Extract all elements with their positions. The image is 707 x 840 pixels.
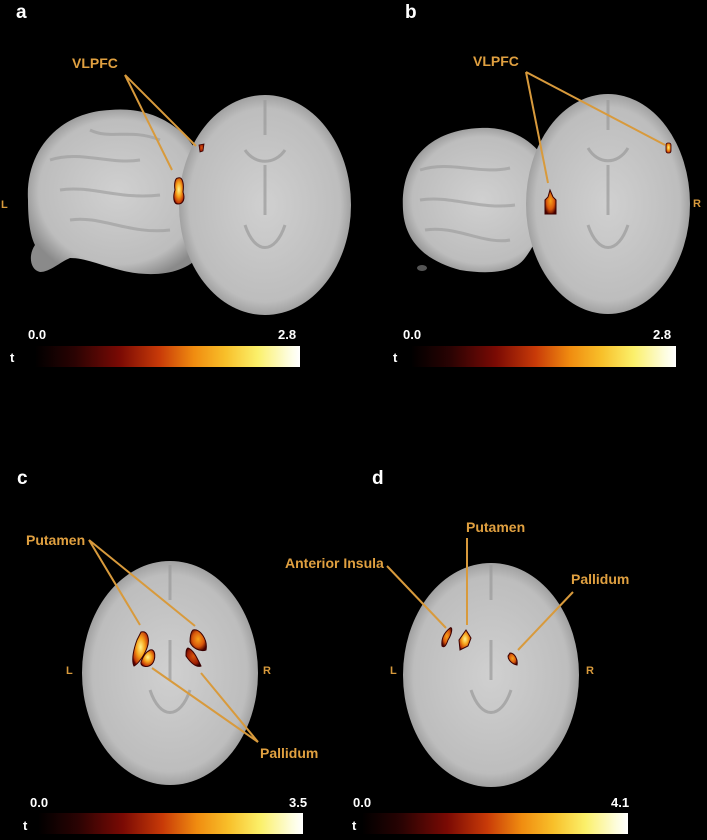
colorbar-b-stat: t bbox=[393, 350, 398, 365]
anterior-insula-blob bbox=[441, 627, 453, 648]
sagittal-brain bbox=[27, 109, 210, 275]
colorbar-a bbox=[35, 346, 300, 367]
label-pallidum-c: Pallidum bbox=[260, 745, 319, 761]
colorbar-b-max: 2.8 bbox=[653, 327, 672, 342]
label-putamen-d: Putamen bbox=[466, 519, 526, 535]
colorbar-d bbox=[362, 813, 628, 834]
panel-letter-b: b bbox=[405, 2, 417, 23]
colorbar-c-max: 3.5 bbox=[289, 795, 308, 810]
colorbar-c-stat: t bbox=[23, 818, 28, 833]
side-label-r-c: R bbox=[263, 665, 271, 677]
panel-b-images bbox=[402, 71, 690, 314]
vlpfc-blob-small bbox=[665, 142, 672, 154]
colorbar-a-min: 0.0 bbox=[28, 327, 47, 342]
label-putamen-c: Putamen bbox=[26, 532, 86, 548]
colorbar-a-stat: t bbox=[10, 350, 15, 365]
pallidum-blob-right bbox=[185, 647, 202, 667]
colorbar-c-min: 0.0 bbox=[30, 795, 49, 810]
sagittal-stray bbox=[417, 265, 427, 271]
panel-letter-a: a bbox=[16, 2, 27, 23]
panel-letter-d: d bbox=[372, 468, 384, 489]
pallidum-blob-left bbox=[140, 649, 156, 667]
colorbar-b bbox=[411, 346, 676, 367]
panel-letter-c: c bbox=[17, 468, 28, 489]
putamen-blob-left bbox=[132, 631, 149, 667]
label-pallidum-d: Pallidum bbox=[571, 571, 630, 587]
vlpfc-blob-large bbox=[173, 177, 185, 205]
putamen-blob bbox=[458, 629, 472, 651]
vlpfc-blob-large bbox=[544, 188, 557, 215]
side-label-r-b: R bbox=[693, 198, 701, 210]
colorbar-c bbox=[38, 813, 303, 834]
side-label-l-c: L bbox=[66, 665, 73, 677]
label-vlpfc-a: VLPFC bbox=[72, 55, 118, 71]
label-vlpfc-b: VLPFC bbox=[473, 53, 519, 69]
colorbar-d-stat: t bbox=[352, 818, 357, 833]
side-label-l-d: L bbox=[390, 665, 397, 677]
label-anterior-insula-d: Anterior Insula bbox=[285, 555, 384, 571]
colorbar-d-max: 4.1 bbox=[611, 795, 630, 810]
sagittal-brain bbox=[402, 127, 562, 273]
side-label-l-a: L bbox=[1, 199, 8, 211]
colorbar-a-max: 2.8 bbox=[278, 327, 297, 342]
vlpfc-blob-small bbox=[198, 143, 205, 153]
colorbar-d-min: 0.0 bbox=[353, 795, 372, 810]
side-label-r-d: R bbox=[586, 665, 594, 677]
putamen-blob-right bbox=[189, 629, 207, 651]
panel-d-images bbox=[386, 538, 579, 787]
panel-a-images bbox=[27, 74, 351, 315]
pallidum-blob bbox=[507, 652, 518, 666]
panel-c-images bbox=[82, 539, 259, 785]
colorbar-b-min: 0.0 bbox=[403, 327, 422, 342]
